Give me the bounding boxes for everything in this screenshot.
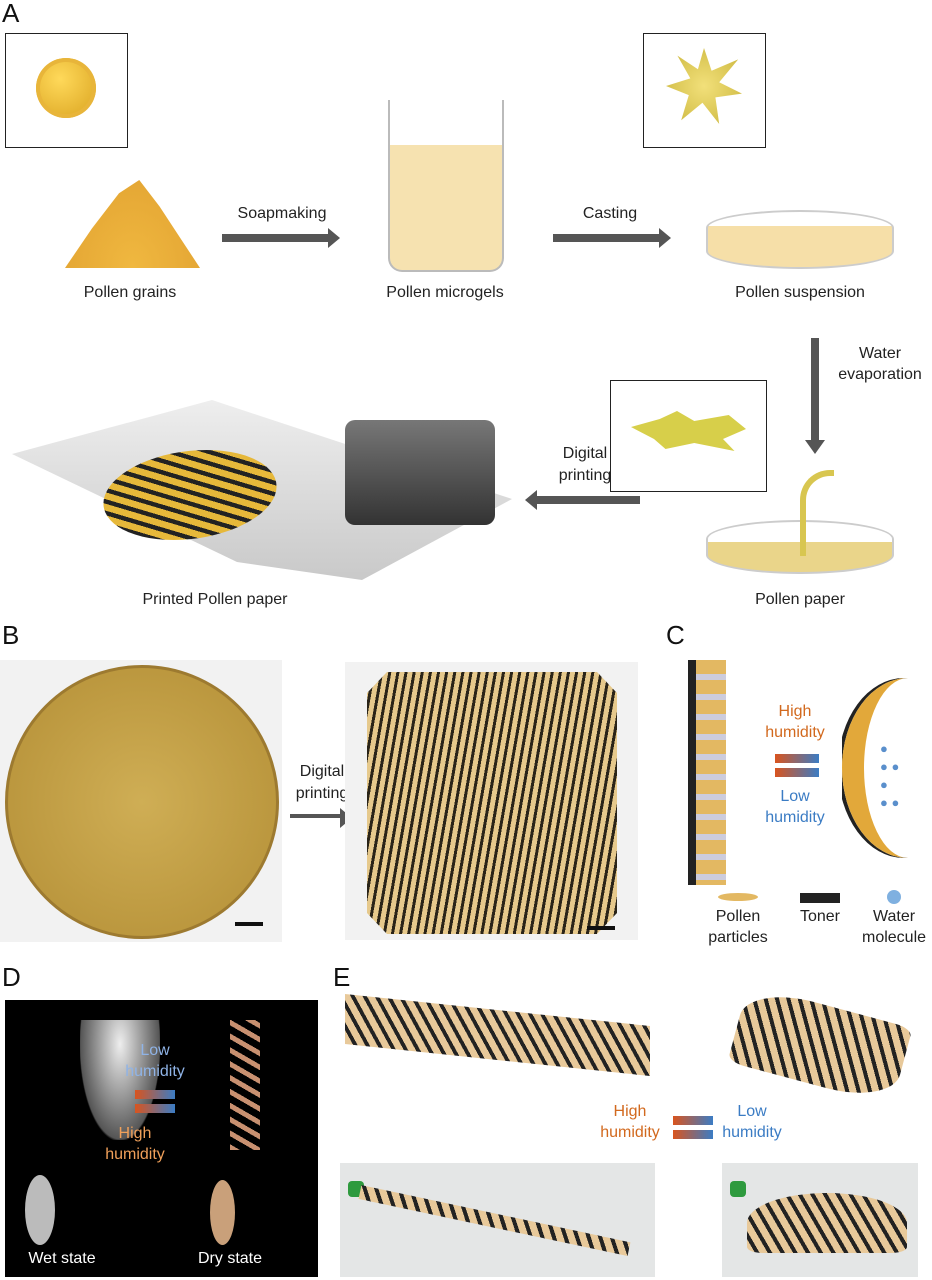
label-low: Low	[737, 1103, 767, 1120]
legend-pollen-particles-2: particles	[708, 929, 768, 946]
label-high: High	[118, 1125, 152, 1142]
strip-photo-high-humidity	[340, 1163, 655, 1277]
label-high: High	[778, 703, 812, 720]
printer-icon	[345, 420, 495, 525]
arrow-right-icon	[222, 228, 340, 248]
label-humidity: humidity	[722, 1124, 782, 1141]
flat-strip-icon	[345, 993, 650, 1077]
arrow-right-gradient-icon	[673, 1130, 713, 1139]
petri-dish-suspension-icon	[706, 210, 894, 269]
legend-pollen-particles: Pollen	[715, 908, 761, 925]
arrow-left-icon	[525, 490, 640, 510]
pollen-grain-inset	[5, 33, 128, 148]
pollen-particle-stack-icon	[696, 660, 726, 885]
label-evaporation: evaporation	[838, 366, 922, 383]
twisted-strip-icon	[727, 984, 913, 1106]
label-high: High	[613, 1103, 647, 1120]
pollen-paper-photo	[0, 660, 282, 942]
arrow-down-head-icon	[805, 440, 825, 454]
strip-photo-low-humidity	[722, 1163, 918, 1277]
label-printing: printing	[558, 467, 612, 484]
panel-label-b: B	[2, 620, 20, 650]
label-wet-state: Wet state	[28, 1250, 96, 1267]
label-water: Water	[858, 345, 902, 362]
label-casting: Casting	[582, 205, 638, 222]
scale-bar	[587, 926, 615, 930]
panel-label-a: A	[2, 0, 20, 28]
toner-legend-icon	[800, 893, 840, 903]
label-dry-state: Dry state	[197, 1250, 263, 1267]
label-soapmaking: Soapmaking	[237, 205, 327, 222]
arrow-right-gradient-icon	[135, 1104, 175, 1113]
pollen-particle-legend-icon	[718, 893, 758, 901]
label-humidity: humidity	[125, 1063, 185, 1080]
label-printed-pollen-paper: Printed Pollen paper	[142, 591, 288, 608]
label-low: Low	[780, 788, 810, 805]
pollen-paper-flake-icon	[631, 411, 746, 451]
scale-bar	[235, 922, 263, 926]
pollen-grain-icon	[36, 58, 96, 118]
water-molecule-legend-icon	[887, 890, 901, 904]
water-molecules-icon: ●● ●●● ●	[880, 741, 900, 810]
label-printing: printing	[295, 785, 349, 802]
arrow-left-gradient-icon	[775, 754, 819, 763]
beaker-icon	[388, 100, 504, 272]
legend-water-molecule: Water	[872, 908, 916, 925]
label-humidity: humidity	[765, 809, 825, 826]
peeled-film-icon	[800, 470, 834, 556]
arrow-right-icon	[290, 808, 352, 828]
arrow-left-gradient-icon	[673, 1116, 713, 1125]
pollen-paper-inset	[610, 380, 767, 492]
legend-toner: Toner	[799, 908, 841, 925]
panel-label-c: C	[666, 620, 685, 650]
arrow-right-gradient-icon	[775, 768, 819, 777]
pollen-pile-icon	[65, 180, 200, 268]
toner-layer-icon	[688, 660, 696, 885]
label-humidity: humidity	[600, 1124, 660, 1141]
label-pollen-microgels: Pollen microgels	[386, 284, 504, 301]
seed-awn-photo: Low humidity High humidity Wet state Dry…	[5, 1000, 318, 1277]
arrow-down-icon	[811, 338, 819, 443]
label-pollen-grains: Pollen grains	[83, 284, 177, 301]
pollen-microgel-inset	[643, 33, 766, 148]
panel-label-e: E	[333, 962, 351, 992]
arrow-left-gradient-icon	[135, 1090, 175, 1099]
label-digital: Digital	[299, 763, 345, 780]
panel-label-d: D	[2, 962, 21, 992]
arrow-right-icon	[553, 228, 671, 248]
pollen-microgel-icon	[666, 48, 742, 124]
label-humidity: humidity	[105, 1146, 165, 1163]
label-pollen-suspension: Pollen suspension	[735, 284, 865, 301]
label-low: Low	[140, 1042, 170, 1059]
legend-water-molecule-2: molecule	[861, 929, 927, 946]
label-pollen-paper: Pollen paper	[755, 591, 845, 608]
label-digital: Digital	[562, 445, 608, 462]
printed-pollen-paper-photo	[345, 662, 638, 940]
label-humidity: humidity	[765, 724, 825, 741]
